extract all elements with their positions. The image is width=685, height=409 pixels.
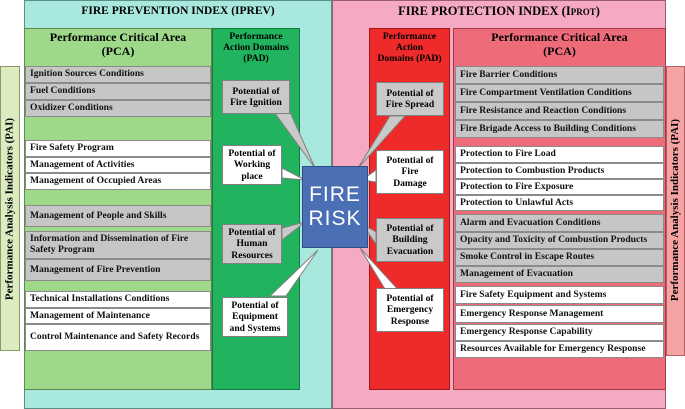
pca-item-technical-installations: Technical Installations Conditions xyxy=(25,291,211,308)
pad-header-left: Performance Action Domains (PAD) xyxy=(223,31,289,65)
pca-item-protection-combustion: Protection to Combustion Products xyxy=(455,163,664,179)
pad-header-right: Performance Action Domains (PAD) xyxy=(377,31,442,65)
pca-item-emergency-capability: Emergency Response Capability xyxy=(455,324,664,341)
pca-item-management-maintenance: Management of Maintenance xyxy=(25,308,211,324)
pca-item-alarm-evacuation: Alarm and Evacuation Conditions xyxy=(455,214,664,232)
fire-prevention-title: FIRE PREVENTION INDEX (IPREV) xyxy=(81,5,275,17)
pca-item-management-occupied-areas: Management of Occupied Areas xyxy=(25,173,211,190)
pca-item-management-people: Management of People and Skills xyxy=(25,205,211,227)
pca-item-oxidizer: Oxidizer Conditions xyxy=(25,100,211,117)
pca-item-control-maintenance: Control Maintenance and Safety Records xyxy=(25,324,211,351)
pca-item-opacity-toxicity: Opacity and Toxicity of Combustion Produ… xyxy=(455,232,664,249)
pca-item-compartment-ventilation: Fire Compartment Ventilation Conditions xyxy=(455,84,664,102)
pca-item-management-activities: Management of Activities xyxy=(25,157,211,173)
fire-protection-title: FIRE PROTECTION INDEX (IPROT) xyxy=(398,4,600,18)
pointer-equipment-systems xyxy=(268,249,319,297)
pointer-working-place xyxy=(281,167,306,181)
pointer-human-resources xyxy=(281,221,306,242)
pca-item-emergency-management: Emergency Response Management xyxy=(455,305,664,323)
pca-item-smoke-control: Smoke Control in Escape Routes xyxy=(455,249,664,266)
pai-band-left xyxy=(0,66,20,351)
pca-item-ignition-sources: Ignition Sources Conditions xyxy=(25,66,211,83)
fire-risk-line2: RISK xyxy=(308,207,362,230)
pca-header-left: Performance Critical Area (PCA) xyxy=(49,30,187,58)
pca-item-fire-resistance: Fire Resistance and Reaction Conditions xyxy=(455,102,664,120)
pca-item-management-fire-prevention: Management of Fire Prevention xyxy=(25,259,211,281)
fire-risk-core: FIRE RISK xyxy=(302,166,368,248)
pca-item-resources-available: Resources Available for Emergency Respon… xyxy=(455,341,664,358)
pca-item-fire-safety-equipment: Fire Safety Equipment and Systems xyxy=(455,286,664,304)
pca-item-fuel: Fuel Conditions xyxy=(25,83,211,100)
pca-header-right: Performance Critical Area (PCA) xyxy=(491,30,628,58)
pca-item-fire-barrier: Fire Barrier Conditions xyxy=(455,66,664,84)
pca-item-information-dissemination: Information and Dissemination of Fire Sa… xyxy=(25,231,211,259)
pca-item-brigade-access: Fire Brigade Access to Building Conditio… xyxy=(455,120,664,138)
pca-item-management-evacuation: Management of Evacuation xyxy=(455,266,664,283)
fire-risk-line1: FIRE xyxy=(309,183,361,207)
pca-item-protection-unlawful: Protection to Unlawful Acts xyxy=(455,195,664,211)
pca-item-fire-safety-program: Fire Safety Program xyxy=(25,140,211,157)
pca-item-protection-fire-load: Protection to Fire Load xyxy=(455,146,664,163)
pointer-fire-spread xyxy=(357,115,407,169)
pca-item-protection-fire-exposure: Protection to Fire Exposure xyxy=(455,179,664,195)
